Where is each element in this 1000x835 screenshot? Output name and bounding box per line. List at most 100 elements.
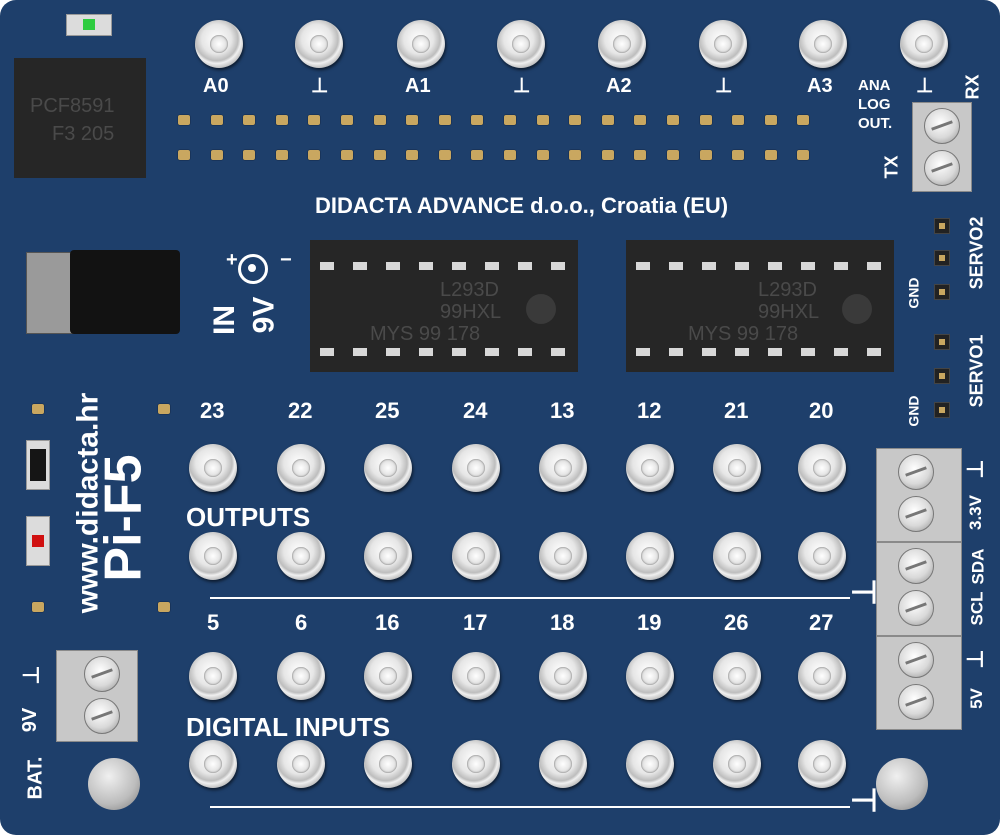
smd-top-2 xyxy=(243,115,256,125)
input-bottom-pad-5[interactable] xyxy=(626,740,674,788)
smd-top-3 xyxy=(275,115,288,125)
chip2-pin-bottom-1 xyxy=(669,348,683,356)
input-top-pad-7[interactable] xyxy=(798,652,846,700)
input-top-pad-6[interactable] xyxy=(713,652,761,700)
serial-screw-2[interactable] xyxy=(924,150,960,186)
right-screw-1[interactable] xyxy=(898,454,934,490)
smd-bottom-12 xyxy=(569,150,582,160)
output-number-top-1: 22 xyxy=(288,398,313,423)
analog-pad-1[interactable] xyxy=(295,20,343,68)
servo2-pin-2[interactable] xyxy=(934,250,950,266)
smd-bottom-10 xyxy=(504,150,516,160)
right-screw-2[interactable] xyxy=(898,496,934,532)
analog-pad-4[interactable] xyxy=(598,20,646,68)
input-bottom-pad-6[interactable] xyxy=(713,740,761,788)
smd-top-13 xyxy=(601,115,614,125)
smd-top-9 xyxy=(471,115,484,125)
chip1-dot xyxy=(526,294,556,324)
chip1-pin-bottom-3 xyxy=(419,348,433,356)
serial-screw-1[interactable] xyxy=(924,108,960,144)
analog-pad-0[interactable] xyxy=(195,20,243,68)
chip1-pin-bottom-2 xyxy=(386,348,400,356)
output-bottom-pad-3[interactable] xyxy=(452,532,500,580)
chip1-pin-top-6 xyxy=(518,262,532,270)
power-plus: + xyxy=(226,249,238,271)
input-top-pad-2[interactable] xyxy=(364,652,412,700)
chip2-label-2: 99HXL xyxy=(758,301,820,323)
chip2-label-1: L293D xyxy=(758,279,817,301)
output-top-pad-7[interactable] xyxy=(798,444,846,492)
servo1-pin-1[interactable] xyxy=(934,334,950,350)
smd-bottom-17 xyxy=(732,150,745,160)
analog-pad-2[interactable] xyxy=(397,20,445,68)
right-33v-label: 3.3V xyxy=(965,495,985,530)
servo1-gnd-label: GND xyxy=(905,395,922,427)
battery-screw-1[interactable] xyxy=(84,656,120,692)
battery-screw-2[interactable] xyxy=(84,698,120,734)
ana-label: ANA xyxy=(858,77,891,94)
website-label: www.didacta.hr xyxy=(71,392,105,614)
right-screw-3[interactable] xyxy=(898,548,934,584)
dc-jack-body xyxy=(70,250,180,334)
output-bottom-pad-4[interactable] xyxy=(539,532,587,580)
analog-pad-3[interactable] xyxy=(497,20,545,68)
output-bottom-pad-1[interactable] xyxy=(277,532,325,580)
input-bottom-pad-0[interactable] xyxy=(189,740,237,788)
input-bottom-pad-2[interactable] xyxy=(364,740,412,788)
output-top-pad-1[interactable] xyxy=(277,444,325,492)
adc-chip-label-2: F3 205 xyxy=(52,123,115,145)
input-top-pad-3[interactable] xyxy=(452,652,500,700)
right-screw-6[interactable] xyxy=(898,684,934,720)
analog-pad-5[interactable] xyxy=(699,20,747,68)
output-bottom-pad-7[interactable] xyxy=(798,532,846,580)
output-top-pad-6[interactable] xyxy=(713,444,761,492)
input-top-pad-0[interactable] xyxy=(189,652,237,700)
input-bottom-pad-7[interactable] xyxy=(798,740,846,788)
output-top-pad-2[interactable] xyxy=(364,444,412,492)
servo1-pin-2[interactable] xyxy=(934,368,950,384)
smd-bottom-19 xyxy=(797,150,810,160)
input-bottom-pad-1[interactable] xyxy=(277,740,325,788)
output-top-pad-4[interactable] xyxy=(539,444,587,492)
input-top-pad-5[interactable] xyxy=(626,652,674,700)
output-bottom-pad-0[interactable] xyxy=(189,532,237,580)
smd-bottom-8 xyxy=(438,150,451,160)
analog-pad-6[interactable] xyxy=(799,20,847,68)
right-screw-4[interactable] xyxy=(898,590,934,626)
right-screw-5[interactable] xyxy=(898,642,934,678)
output-number-bottom-2: 16 xyxy=(375,610,400,635)
servo2-pin-1[interactable] xyxy=(934,218,950,234)
chip1-label-2: 99HXL xyxy=(440,301,502,323)
smd-top-6 xyxy=(373,115,386,125)
battery-gnd-label: ⊥ xyxy=(18,665,44,685)
output-top-pad-0[interactable] xyxy=(189,444,237,492)
input-top-pad-4[interactable] xyxy=(539,652,587,700)
smd-bottom-5 xyxy=(341,150,353,160)
servo2-label: SERVO2 xyxy=(966,216,987,290)
chip2-pin-top-1 xyxy=(669,262,683,270)
output-top-pad-5[interactable] xyxy=(626,444,674,492)
servo1-pin-3[interactable] xyxy=(934,402,950,418)
output-bottom-pad-6[interactable] xyxy=(713,532,761,580)
chip1-pin-top-3 xyxy=(419,262,433,270)
chip2-pin-bottom-2 xyxy=(702,348,716,356)
chip2-pin-top-6 xyxy=(834,262,848,270)
smd-left-3 xyxy=(32,602,44,612)
tx-label: TX xyxy=(881,155,902,179)
analog-label-6: A3 xyxy=(807,75,833,97)
servo2-pin-3[interactable] xyxy=(934,284,950,300)
input-bottom-pad-4[interactable] xyxy=(539,740,587,788)
input-bottom-pad-3[interactable] xyxy=(452,740,500,788)
output-bottom-pad-2[interactable] xyxy=(364,532,412,580)
mounting-hole-left xyxy=(88,758,140,810)
output-top-pad-3[interactable] xyxy=(452,444,500,492)
output-bottom-pad-5[interactable] xyxy=(626,532,674,580)
chip2-label-3: MYS 99 178 xyxy=(688,323,799,345)
input-top-pad-1[interactable] xyxy=(277,652,325,700)
chip1-pin-top-0 xyxy=(320,262,334,270)
analog-pad-7[interactable] xyxy=(900,20,948,68)
smd-top-0 xyxy=(178,115,190,125)
chip2-pin-bottom-7 xyxy=(867,348,881,356)
battery-bat-label: BAT. xyxy=(24,756,47,800)
switch-component[interactable] xyxy=(26,440,50,490)
